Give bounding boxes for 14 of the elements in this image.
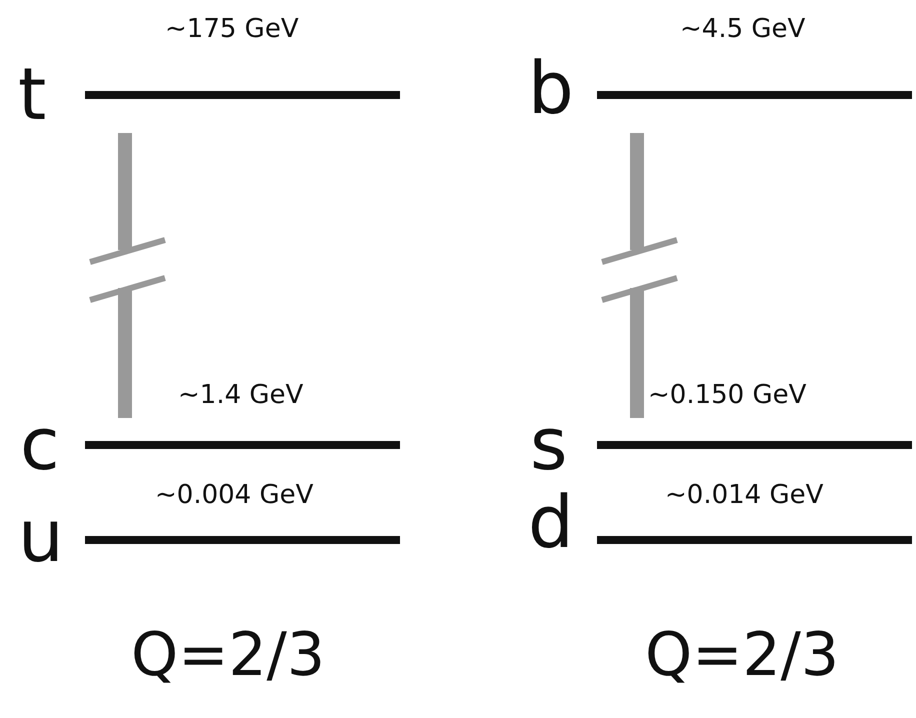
energy-value: ~0.004 GeV: [155, 482, 314, 508]
quark-symbol: c: [20, 408, 60, 480]
quark-symbol: s: [530, 408, 568, 480]
charge-label: Q=2/3: [645, 625, 840, 685]
quark-symbol: d: [528, 486, 574, 558]
energy-value: ~4.5 GeV: [680, 16, 806, 42]
charge-label: Q=2/3: [131, 625, 326, 685]
quark-symbol: t: [18, 58, 46, 130]
energy-value: ~0.150 GeV: [648, 382, 806, 408]
energy-value: ~1.4 GeV: [178, 382, 304, 408]
energy-value: ~0.014 GeV: [665, 482, 824, 508]
quark-symbol: u: [18, 500, 64, 572]
quark-symbol: b: [528, 52, 574, 124]
energy-value: ~175 GeV: [165, 16, 299, 42]
